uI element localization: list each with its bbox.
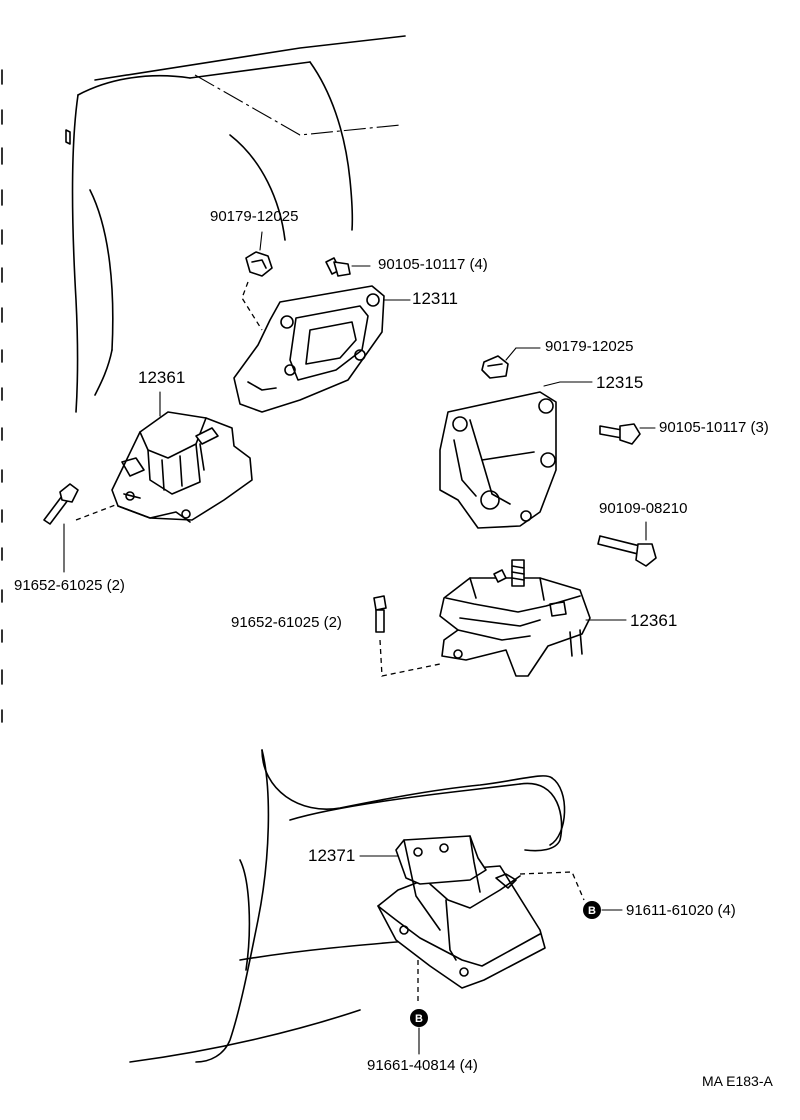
label-12361-left: 12361: [138, 368, 186, 387]
label-90109-08210: 90109-08210: [599, 500, 688, 517]
label-12361-right: 12361: [630, 611, 678, 630]
label-90105-10117-4: 90105-10117 (4): [378, 256, 488, 273]
label-91611-61020-4: 91611-61020 (4): [626, 902, 736, 919]
bolt-91652-left: [43, 483, 119, 573]
bolt-90105-3: [599, 423, 656, 445]
bolt-90105-4: [325, 257, 371, 277]
bracket-12315: [439, 381, 593, 529]
bracket-12311: [233, 285, 385, 413]
bolt-90109: [597, 521, 657, 567]
label-12311: 12311: [412, 289, 459, 308]
label-91652-61025-left: 91652-61025 (2): [14, 577, 125, 594]
engine-block-outline: [65, 35, 406, 413]
badge-b-right: B: [583, 901, 623, 919]
label-91661-40814-4: 91661-40814 (4): [367, 1057, 478, 1074]
svg-text:B: B: [415, 1013, 423, 1025]
nut-90179-top: [241, 231, 273, 331]
svg-text:B: B: [588, 905, 596, 917]
label-90179-12025-mid: 90179-12025: [545, 338, 634, 355]
engine-mount-12361-left: [111, 391, 253, 523]
engine-mount-12361-right: [439, 559, 627, 677]
label-90179-12025-top: 90179-12025: [210, 208, 299, 225]
nut-90179-mid: [481, 347, 541, 379]
figure-code: MA E183-A: [702, 1073, 773, 1089]
badge-b-bottom: B: [410, 1009, 428, 1055]
bolt-91652-mid: [373, 595, 441, 677]
label-91652-61025-mid: 91652-61025 (2): [231, 614, 342, 631]
label-12371: 12371: [308, 846, 356, 865]
label-90105-10117-3: 90105-10117 (3): [659, 419, 769, 436]
label-12315: 12315: [596, 373, 644, 392]
transmission-mount-12371: [359, 835, 585, 1004]
